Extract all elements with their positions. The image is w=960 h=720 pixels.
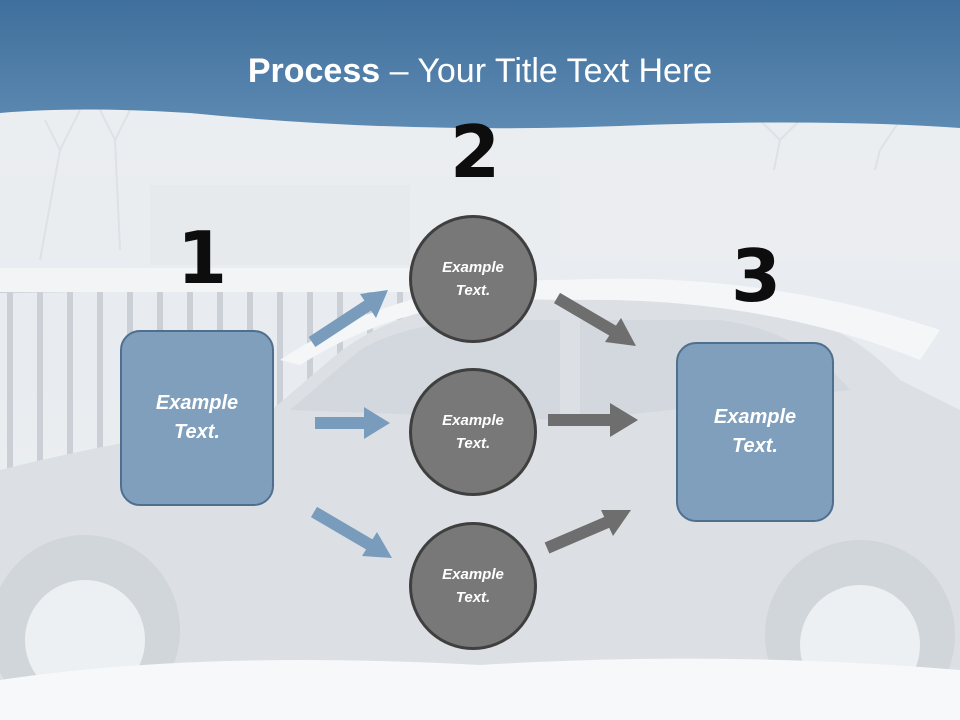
circle-top-text-line2: Text. <box>455 282 491 299</box>
circle-middle-text-line2: Text. <box>455 435 491 452</box>
title-rest: – Your Title Text Here <box>380 52 713 90</box>
step-1-text-line2: Text. <box>174 421 220 443</box>
step-2-circle-middle: Example Text. <box>409 368 537 496</box>
step-1-box: Example Text. <box>120 330 274 506</box>
step-2-circle-top: Example Text. <box>409 215 537 343</box>
title-bold: Process <box>247 52 381 90</box>
step-1-text-line1: Example <box>155 392 239 414</box>
arrow-top-to-3 <box>553 292 636 346</box>
step-3-text-line1: Example <box>713 406 797 428</box>
slide-title: Process – Your Title Text Here <box>0 52 960 91</box>
arrow-middle-to-3 <box>548 403 638 437</box>
step-number-1: 1 <box>177 216 228 300</box>
arrow-1-to-top <box>308 290 388 348</box>
arrow-1-to-middle <box>315 407 390 439</box>
circle-bottom-text-line2: Text. <box>455 589 491 606</box>
step-number-3: 3 <box>731 234 782 318</box>
circle-top-text-line1: Example <box>442 259 504 276</box>
step-3-text-line2: Text. <box>732 435 778 457</box>
circle-bottom-text-line1: Example <box>442 566 504 583</box>
arrow-1-to-bottom <box>310 506 392 558</box>
step-3-box: Example Text. <box>676 342 834 522</box>
circle-middle-text-line1: Example <box>442 412 504 429</box>
step-2-circle-bottom: Example Text. <box>409 522 537 650</box>
arrow-bottom-to-3 <box>544 510 631 554</box>
step-number-2: 2 <box>450 110 501 194</box>
